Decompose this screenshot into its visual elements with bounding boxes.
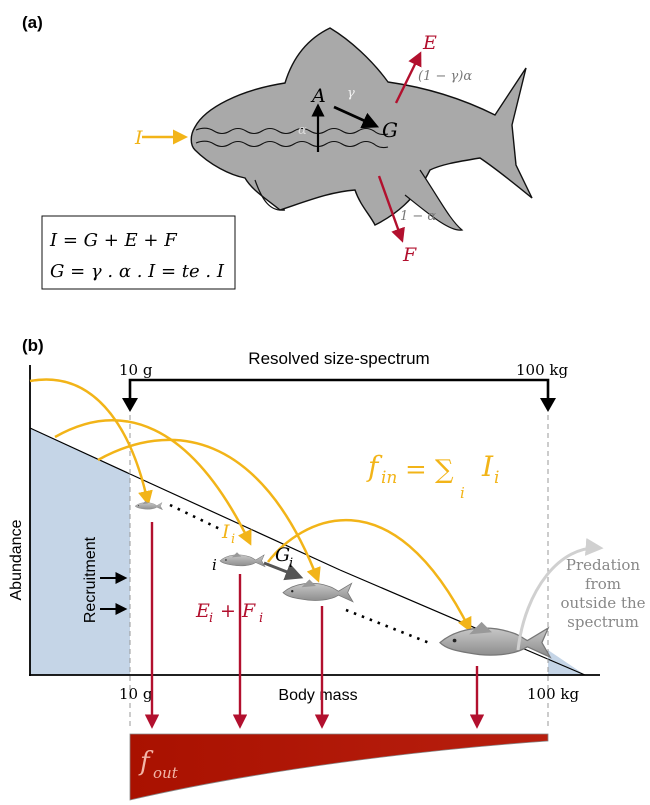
panel-a-label: (a) xyxy=(22,13,43,32)
recruitment-label: Recruitment xyxy=(82,536,99,623)
f-out-subscript: out xyxy=(153,764,179,782)
equation-1: I = G + E + F xyxy=(49,230,178,251)
f-in-sum-index: i xyxy=(460,484,465,502)
growth-i-subscript: i xyxy=(289,556,293,571)
fish-i-index-label: i xyxy=(212,556,217,574)
fish-medium xyxy=(282,578,354,603)
ingestion-arc-4 xyxy=(267,518,472,633)
lower-bound-label: 10 g xyxy=(119,361,153,379)
resolved-bracket xyxy=(128,378,550,401)
predation-line-3: outside the xyxy=(560,594,645,612)
f-in-term: I xyxy=(481,450,494,483)
excretion-arrow xyxy=(394,51,422,104)
bracket-right-arrow xyxy=(540,398,556,412)
growth-i-label: G xyxy=(275,544,290,566)
loss-f-subscript: i xyxy=(259,611,263,626)
loss-f-label: + F xyxy=(220,600,256,622)
egestion-label: F xyxy=(402,244,417,266)
ingestion-arc-3 xyxy=(97,438,321,583)
ingestion-i-subscript: i xyxy=(231,532,235,547)
growth-arrow xyxy=(333,105,380,129)
egestion-arrow xyxy=(377,175,405,243)
spectrum-line-left xyxy=(29,427,131,475)
external-region xyxy=(548,650,585,675)
dotted-segment-1 xyxy=(169,503,223,532)
recruitment-region xyxy=(30,428,130,675)
loss-i-label: E i + F i xyxy=(195,600,263,626)
ingestion-arc-1 xyxy=(29,378,153,506)
one-minus-gamma-alpha-label: (1 − γ)α xyxy=(418,69,472,84)
ingestion-arc-2 xyxy=(54,419,252,546)
upper-bound-label: 100 kg xyxy=(516,361,568,379)
growth-label: G xyxy=(382,118,398,142)
predation-line-4: spectrum xyxy=(567,613,639,631)
equation-box xyxy=(41,215,236,290)
panel-b-label: (b) xyxy=(22,336,44,355)
external-predation-arrow xyxy=(516,537,604,651)
external-predation-label: Predation from outside the spectrum xyxy=(560,556,645,631)
equation-2: G = γ . α . I = te . I xyxy=(50,261,225,282)
f-in-subscript: in xyxy=(381,468,397,488)
dotted-segment-2 xyxy=(345,608,433,646)
bracket-left-arrow xyxy=(122,398,138,412)
ingestion-i-label: I xyxy=(221,521,230,543)
spectrum-line-mid xyxy=(129,473,341,571)
growth-i-arrow xyxy=(263,561,304,581)
assimilation-label: A xyxy=(310,85,326,107)
excretion-label: E xyxy=(422,32,437,54)
f-in-term-subscript: i xyxy=(494,468,499,488)
alpha-label: α xyxy=(298,123,307,138)
ingestion-label: I xyxy=(134,127,143,149)
loss-e-label: E xyxy=(195,600,210,622)
y-axis-label: Abundance xyxy=(8,519,25,600)
gamma-label: γ xyxy=(347,86,355,101)
one-minus-alpha-label: 1 − α xyxy=(400,209,436,224)
x-axis-label: Body mass xyxy=(278,687,357,704)
predation-line-2: from xyxy=(585,575,621,593)
f-in-sum: = ∑ xyxy=(405,455,454,485)
x-tick-100kg: 100 kg xyxy=(527,685,579,703)
x-tick-10g: 10 g xyxy=(119,685,153,703)
predation-line-1: Predation xyxy=(566,556,641,574)
f-in-equation: f in = ∑ i I i xyxy=(366,450,499,502)
resolved-spectrum-label: Resolved size-spectrum xyxy=(248,349,429,368)
fish-i xyxy=(219,551,266,568)
loss-e-subscript: i xyxy=(209,611,213,626)
f-out-region xyxy=(129,733,549,801)
big-fish xyxy=(190,27,533,231)
fish-large xyxy=(438,620,552,659)
